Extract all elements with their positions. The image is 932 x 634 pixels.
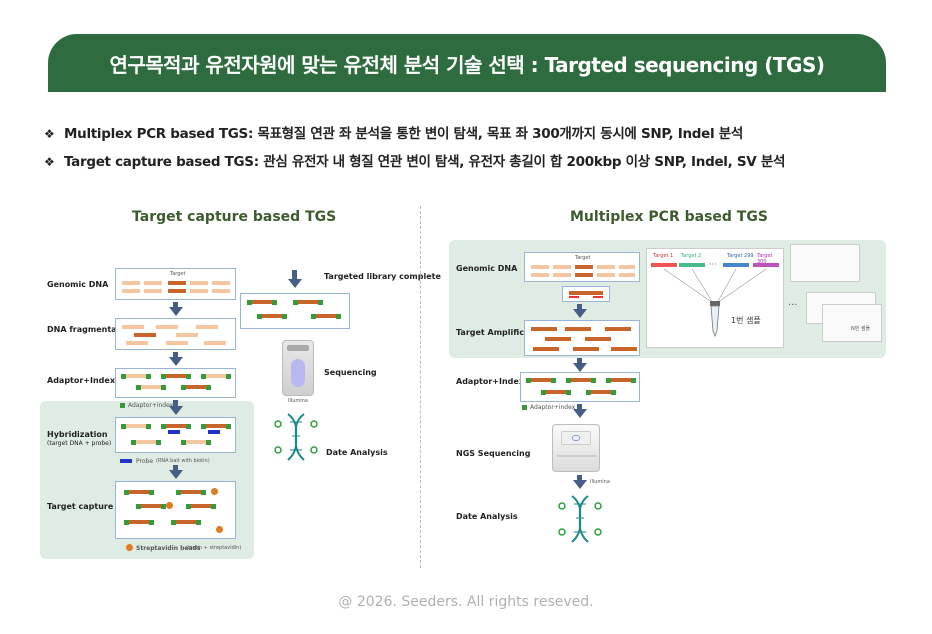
fragmentation-box	[115, 318, 236, 350]
genomic-dna-box: Target	[115, 268, 236, 300]
step-data-analysis-right: Date Analysis	[456, 512, 518, 521]
step-data-analysis: Date Analysis	[326, 448, 388, 457]
step-library-complete: Targeted library complete	[324, 272, 441, 281]
footer-copyright: @ 2026. Seeders. All rights reseved.	[338, 594, 594, 610]
adaptor-box	[115, 368, 236, 398]
panel-divider	[420, 206, 421, 568]
sequencer-icon	[282, 340, 314, 396]
step-hybridization: Hybridization	[47, 430, 108, 439]
right-panel-title: Multiplex PCR based TGS	[570, 209, 768, 225]
adaptor-index-label: Adaptor+index	[128, 402, 174, 409]
step-adaptor-ligation: Adaptor+Index ligation	[47, 376, 153, 385]
arrow-down-icon	[573, 363, 587, 372]
sample-panel: Target 1 Target 2 Target 299 Target 300 …	[646, 248, 784, 348]
step-ngs-sequencing: NGS Sequencing	[456, 449, 531, 458]
library-box	[240, 293, 350, 329]
probe-label: Probe	[136, 458, 154, 465]
diamond-bullet-icon: ❖	[44, 155, 55, 169]
step-genomic-dna: Genomic DNA	[47, 280, 109, 289]
adaptor-index-label-right: Adaptor+index	[530, 404, 576, 411]
illumina-label-right: Illumina	[590, 479, 610, 485]
dna-analysis-icon	[274, 413, 318, 461]
beads-sub-label: (biotin + streptavidin)	[186, 545, 242, 551]
step-target-amplification: Target Amplification	[456, 328, 548, 337]
pooling-lines	[663, 268, 767, 304]
arrow-down-icon	[169, 406, 183, 415]
ellipsis-between-samples: ···	[788, 300, 798, 311]
step-hybridization-sub: (target DNA + probe)	[47, 440, 112, 447]
bullet-list: ❖ Multiplex PCR based TGS: 목표형질 연관 좌 분석을…	[44, 120, 904, 176]
arrow-down-icon	[573, 409, 587, 418]
arrow-down-icon	[169, 307, 183, 316]
target-300-label: Target 300	[757, 253, 773, 265]
step-adaptor-ligation-right: Adaptor+Index ligation	[456, 377, 562, 386]
left-panel-title: Target capture based TGS	[132, 209, 337, 225]
beads-label: Streptavidin beads	[136, 545, 201, 552]
step-dna-fragmentation: DNA fragmentation	[47, 325, 135, 334]
title-banner: 연구목적과 유전자원에 맞는 유전체 분석 기술 선택 : Targted se…	[48, 34, 886, 92]
target-2-label: Target 2	[681, 253, 702, 259]
target-label-right: Target	[575, 255, 591, 261]
hybridization-box	[115, 417, 236, 453]
sample-1-label: 1번 샘플	[731, 316, 761, 325]
adaptor-box-right	[520, 372, 640, 402]
ellipsis-label: ···	[709, 260, 717, 269]
primer-box	[562, 286, 610, 302]
arrow-down-icon	[573, 480, 587, 489]
diamond-bullet-icon: ❖	[44, 127, 55, 141]
genomic-dna-box-right: Target	[524, 252, 640, 282]
illumina-label: Illumina	[288, 398, 308, 404]
arrow-down-icon	[169, 357, 183, 366]
bullet-text: Multiplex PCR based TGS: 목표형질 연관 좌 분석을 통…	[64, 126, 743, 142]
ngs-sequencer-icon	[552, 424, 600, 472]
arrow-down-icon	[573, 309, 587, 318]
arrow-down-icon	[288, 279, 302, 288]
step-sequencing: Sequencing	[324, 368, 377, 377]
arrow-down-icon	[169, 470, 183, 479]
dna-analysis-icon	[558, 495, 602, 543]
capture-box	[115, 481, 236, 539]
target-label: Target	[170, 271, 186, 277]
target-1-label: Target 1	[653, 253, 674, 259]
step-genomic-dna-right: Genomic DNA	[456, 264, 518, 273]
sample-n-label: N번 샘플	[851, 326, 871, 332]
target-299-label: Target 299	[727, 253, 754, 259]
sample-stack-1	[790, 244, 860, 282]
sample-stack-n: N번 샘플	[822, 304, 882, 342]
probe-sub-label: (RNA bait with biotin)	[156, 458, 210, 464]
bullet-item-multiplex: ❖ Multiplex PCR based TGS: 목표형질 연관 좌 분석을…	[44, 120, 904, 148]
tube-icon	[710, 301, 720, 337]
bullet-text: Target capture based TGS: 관심 유전자 내 형질 연관…	[64, 154, 786, 170]
bullet-item-capture: ❖ Target capture based TGS: 관심 유전자 내 형질 …	[44, 148, 904, 176]
amplification-box	[524, 320, 640, 356]
page-title: 연구목적과 유전자원에 맞는 유전체 분석 기술 선택 : Targted se…	[109, 52, 825, 77]
step-target-capture: Target capture & wash	[47, 502, 150, 511]
